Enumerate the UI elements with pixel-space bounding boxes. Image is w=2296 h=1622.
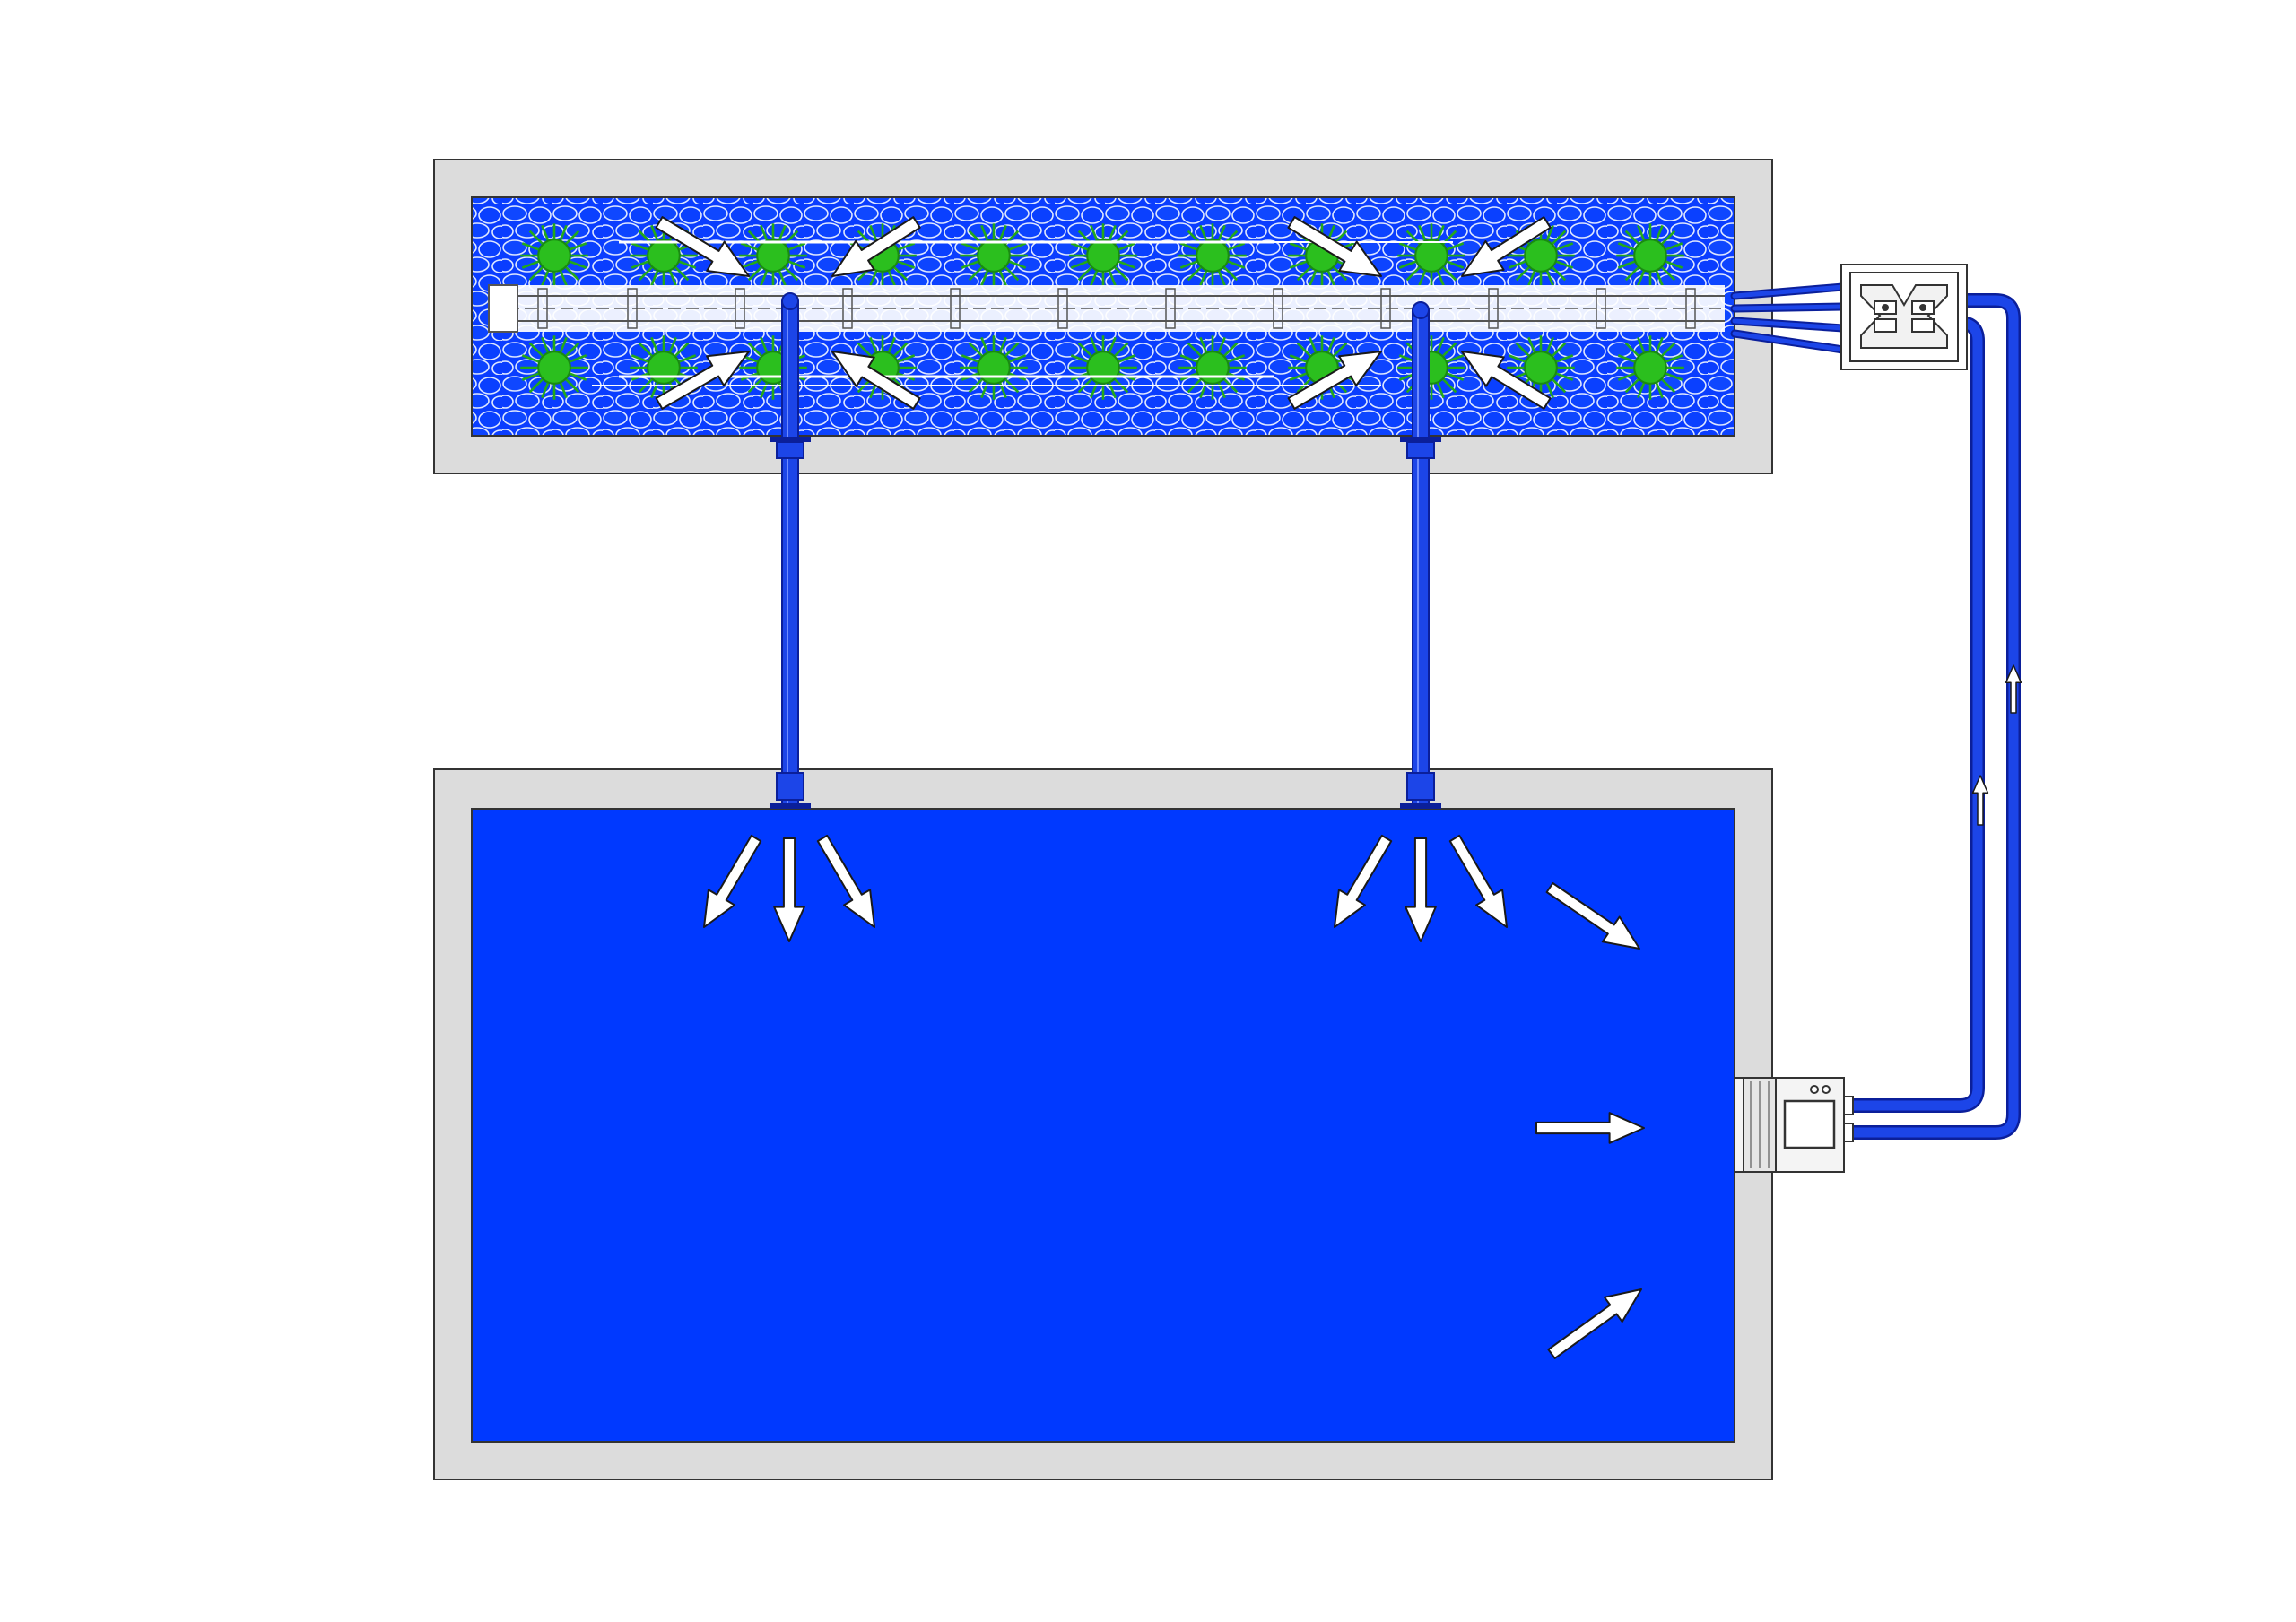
pipe-joint [735, 288, 745, 329]
flow-arrow-icon [2005, 664, 2022, 714]
pipe-end-cap [488, 284, 518, 333]
aquatic-plant-icon [518, 221, 590, 290]
aquatic-plant-icon [958, 334, 1030, 402]
flow-arrow-icon [1535, 1112, 1645, 1144]
flow-arrow-icon [1287, 216, 1382, 277]
pipe-joint [1057, 288, 1068, 329]
return-pipe-loop [1730, 282, 2021, 1140]
flow-arrow-icon [1405, 837, 1437, 942]
pipe-junction-box-icon [1840, 264, 1968, 370]
pipe-joint [1165, 288, 1176, 329]
aquatic-plant-icon [1067, 221, 1139, 290]
flow-arrow-icon [1971, 775, 1989, 826]
flow-arrow-icon [831, 351, 921, 410]
aquatic-plant-icon [1614, 334, 1686, 402]
flow-arrow-icon [1547, 1288, 1642, 1359]
flow-arrows [655, 216, 2022, 1359]
aquatic-plant-icon [1177, 334, 1248, 402]
aquatic-plant-icon [1067, 334, 1139, 402]
pipe-joint [627, 288, 638, 329]
flow-arrow-icon [831, 216, 921, 277]
aquatic-plant-icon [518, 334, 590, 402]
aquatic-plant-icon [737, 221, 809, 290]
pipe-joint [1273, 288, 1283, 329]
pipe-joint [950, 288, 961, 329]
pipe-joint [1488, 288, 1499, 329]
aquatic-plant-icon [1396, 334, 1467, 402]
flow-arrow-icon [655, 351, 750, 410]
flow-arrow-icon [1287, 351, 1382, 410]
pipe-joint [537, 288, 548, 329]
pipe-joint [1685, 288, 1696, 329]
aquatic-plant-icon [1177, 221, 1248, 290]
pipe-joint [1596, 288, 1606, 329]
aquatic-plant-icon [1614, 221, 1686, 290]
flow-arrow-icon [703, 834, 762, 928]
drainage-pipe-grid [488, 240, 1725, 386]
right-vertical-pipe [1400, 301, 1441, 809]
flow-arrow-icon [1448, 834, 1508, 928]
flow-arrow-icon [1334, 834, 1393, 928]
flow-arrow-icon [1461, 351, 1552, 410]
regeneration-basin [433, 159, 1773, 474]
skimmer-unit-icon [1734, 1077, 1854, 1173]
flow-arrow-icon [816, 834, 875, 928]
flow-arrow-icon [1461, 216, 1552, 277]
flow-arrow-icon [1545, 882, 1640, 950]
flow-arrow-icon [655, 216, 750, 277]
left-vertical-pipe [770, 292, 811, 809]
aquatic-plant-icon [1396, 221, 1467, 290]
flow-arrow-icon [773, 837, 805, 942]
pipe-joint [842, 288, 853, 329]
pipe-joint [1380, 288, 1391, 329]
aquatic-plant-icon [958, 221, 1030, 290]
